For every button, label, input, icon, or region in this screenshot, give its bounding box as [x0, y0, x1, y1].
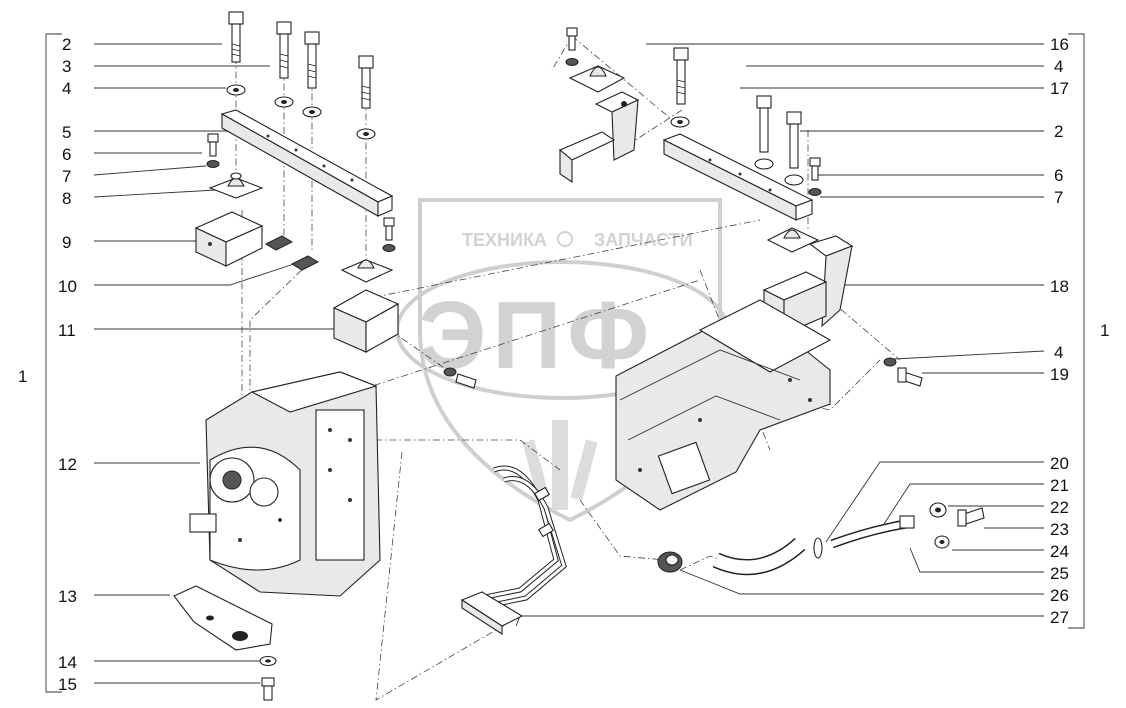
- callout-9: 9: [62, 233, 71, 252]
- wheat-icon: [522, 420, 598, 510]
- bolt-3c: [358, 55, 374, 109]
- callout-24: 24: [1050, 542, 1069, 561]
- assembly-bracket-left: [45, 33, 62, 693]
- callout-3: 3: [62, 57, 71, 76]
- callouts-right: 16 4 17 2 6 7 18 4 19 20 21 22 23 24 25 …: [1050, 35, 1109, 627]
- callout-27: 27: [1050, 608, 1069, 627]
- callout-25: 25: [1050, 564, 1069, 583]
- bolt-top-small: [565, 27, 579, 66]
- callout-14: 14: [58, 653, 77, 672]
- bolt-6-left: [206, 133, 220, 168]
- callout-20: 20: [1050, 454, 1069, 473]
- callouts-left: 2 3 4 5 6 7 8 9 10 11 12 13 14 15 1: [18, 35, 77, 694]
- callout-6-right: 6: [1054, 166, 1063, 185]
- mount-11: [332, 259, 400, 353]
- callout-2: 2: [62, 35, 71, 54]
- callout-21: 21: [1050, 476, 1069, 495]
- callout-12: 12: [58, 455, 77, 474]
- bolt-2-right-b: [754, 95, 804, 186]
- callout-5: 5: [62, 123, 71, 142]
- callout-19: 19: [1050, 365, 1069, 384]
- bolt-3b: [304, 31, 320, 89]
- callout-17: 17: [1050, 79, 1069, 98]
- bracket-9: [194, 211, 264, 267]
- bolt-15: [261, 677, 275, 701]
- callout-11: 11: [58, 321, 76, 340]
- hose-25: [712, 537, 806, 576]
- washer-14: [259, 655, 277, 667]
- watermark: ТЕХНИКА ЗАПЧАСТИ ЭПФ: [395, 198, 729, 523]
- callout-4-lower: 4: [1054, 343, 1063, 362]
- callout-2-right: 2: [1054, 122, 1063, 141]
- callout-4: 4: [62, 79, 71, 98]
- callout-13: 13: [58, 587, 77, 606]
- callout-10: 10: [58, 277, 77, 296]
- clamp-20: [813, 537, 823, 559]
- washers-4-left: [226, 84, 376, 140]
- bolt-6-right: [808, 157, 822, 196]
- bolt-6-mid: [382, 217, 396, 252]
- bolt-2-right-a: [670, 47, 690, 128]
- callout-16: 16: [1050, 35, 1069, 54]
- fitting-26: [657, 551, 683, 573]
- assembly-bracket-right: [1068, 33, 1085, 629]
- mount-8: [208, 172, 264, 199]
- beam-17: [662, 133, 814, 221]
- callout-18: 18: [1050, 277, 1069, 296]
- washer-24: [934, 535, 950, 549]
- callout-assembly-1-left: 1: [18, 367, 27, 386]
- bolt-2-left: [228, 11, 244, 63]
- bolt-19-left: [443, 367, 477, 389]
- callout-7-right: 7: [1054, 188, 1063, 207]
- bolt-23: [957, 507, 985, 527]
- callout-8: 8: [62, 189, 71, 208]
- beam-5-left: [220, 109, 394, 217]
- bolt-19-right: [883, 357, 923, 387]
- pads-10: [264, 235, 320, 271]
- nut-22: [929, 502, 947, 518]
- watermark-logo: ЭПФ: [418, 282, 655, 389]
- callout-7: 7: [62, 167, 71, 186]
- callout-assembly-1-right: 1: [1100, 321, 1109, 340]
- callout-4-right: 4: [1054, 57, 1063, 76]
- frame: [615, 299, 832, 511]
- callout-15: 15: [58, 675, 77, 694]
- watermark-text-left: ТЕХНИКА: [462, 230, 547, 250]
- callout-23: 23: [1050, 520, 1069, 539]
- callout-22: 22: [1050, 498, 1069, 517]
- bolt-3a: [276, 21, 292, 79]
- callout-6: 6: [62, 145, 71, 164]
- pipe-21: [830, 515, 915, 549]
- pipe-assembly-27: [460, 465, 567, 636]
- watermark-text-right: ЗАПЧАСТИ: [594, 230, 693, 250]
- guard-13: [173, 585, 273, 651]
- transmission-12: [189, 371, 381, 597]
- leaders-left: [93, 43, 334, 684]
- gear-icon: [557, 231, 573, 247]
- callout-26: 26: [1050, 586, 1069, 605]
- mount-16: [558, 65, 640, 184]
